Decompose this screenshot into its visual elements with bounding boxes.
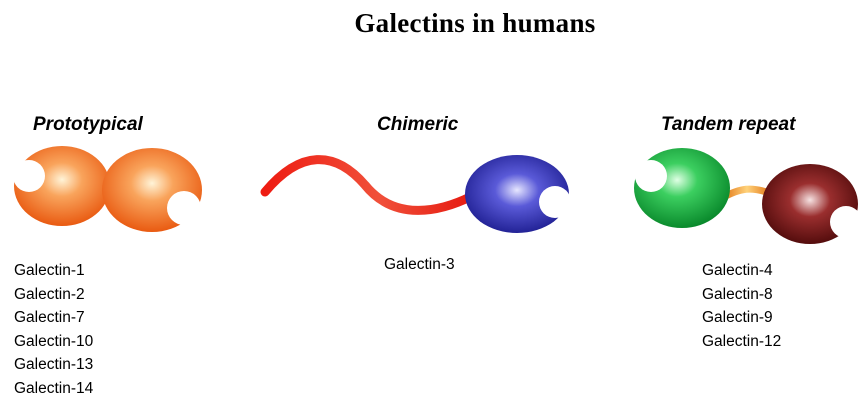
list-item: Galectin-9 xyxy=(702,306,781,330)
tandem-repeat-members-list: Galectin-4 Galectin-8 Galectin-9 Galecti… xyxy=(702,259,781,353)
prototypical-domain-right xyxy=(102,148,202,232)
list-item: Galectin-10 xyxy=(14,330,93,354)
binding-pocket-icon xyxy=(539,186,571,218)
chimeric-members-list: Galectin-3 xyxy=(384,253,455,277)
binding-pocket-icon xyxy=(167,191,201,225)
list-item: Galectin-7 xyxy=(14,306,93,330)
list-item: Galectin-14 xyxy=(14,377,93,401)
binding-pocket-icon xyxy=(635,160,667,192)
prototypical-domain-left xyxy=(13,146,110,226)
list-item: Galectin-12 xyxy=(702,330,781,354)
list-item: Galectin-4 xyxy=(702,259,781,283)
list-item: Galectin-13 xyxy=(14,353,93,377)
list-item: Galectin-3 xyxy=(384,253,455,277)
tandem-domain-maroon xyxy=(762,164,858,244)
tandem-domain-green xyxy=(634,148,730,228)
prototypical-members-list: Galectin-1 Galectin-2 Galectin-7 Galecti… xyxy=(14,259,93,401)
list-item: Galectin-2 xyxy=(14,283,93,307)
binding-pocket-icon xyxy=(13,160,45,192)
chimeric-domain xyxy=(465,155,571,233)
list-item: Galectin-1 xyxy=(14,259,93,283)
chimeric-tail xyxy=(265,160,472,211)
list-item: Galectin-8 xyxy=(702,283,781,307)
